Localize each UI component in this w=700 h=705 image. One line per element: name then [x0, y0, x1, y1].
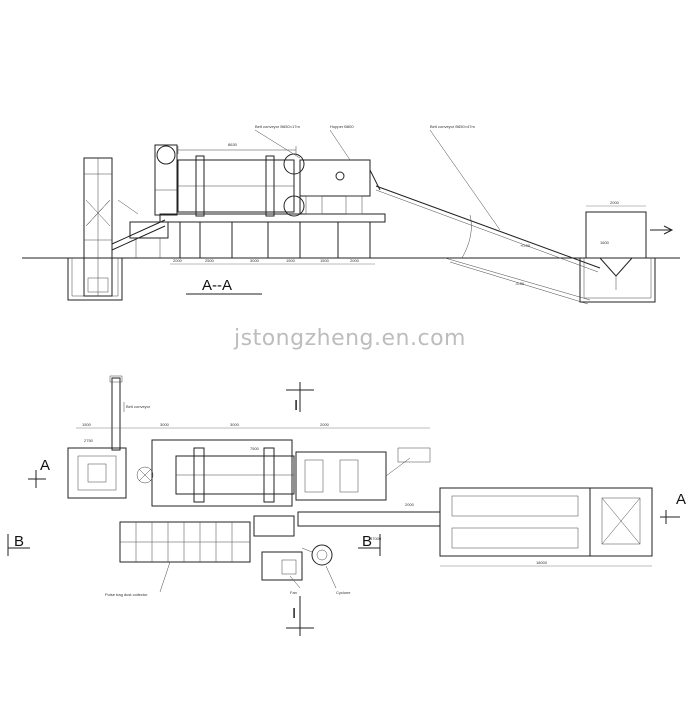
dust-collector-row — [119, 515, 295, 563]
support-platform — [159, 213, 386, 265]
section-mark-b-right: B — [362, 533, 372, 550]
bucket-elevator — [67, 157, 123, 301]
stack — [111, 377, 121, 451]
dim-value: 2000 — [610, 200, 620, 205]
elevation-view: Belt conveyor B650×17m Hopper B800 Belt … — [22, 124, 680, 305]
dim-value: 2500 — [205, 258, 215, 263]
furnace — [154, 144, 178, 216]
section-mark-b-left: B — [14, 533, 24, 550]
dryer-plan — [136, 439, 295, 507]
section-markers: A A B B I I — [7, 382, 686, 636]
dim-value: 18000 — [536, 560, 548, 565]
elevation-callouts: Belt conveyor B650×17m Hopper B800 Belt … — [254, 124, 531, 286]
dim-value: 1600 — [600, 240, 610, 245]
plan-callouts: Belt conveyor Pulse bag dust collector F… — [105, 402, 351, 597]
level-minus: -5.50 — [515, 281, 525, 286]
dim-value: 2000 — [405, 502, 415, 507]
section-mark-i-bottom: I — [292, 605, 296, 622]
discharge-end — [299, 159, 381, 215]
section-title-a-a: A--A — [202, 277, 232, 294]
receiving-hopper — [579, 205, 674, 303]
callout-cyclone: Cyclone — [336, 590, 351, 595]
level-zero: +0.00 — [520, 243, 531, 248]
callout-belt-conveyor-17m: Belt conveyor B650×17m — [255, 124, 300, 129]
plan-dimensions: 1500 3000 3000 2000 7500 2750 2000 18000… — [76, 422, 652, 567]
dim-value: 1500 — [286, 258, 296, 263]
rotary-dryer-drum — [177, 146, 305, 217]
watermark-text: jstongzheng.en.com — [234, 326, 466, 351]
plan-view: Belt conveyor Pulse bag dust collector F… — [7, 375, 686, 636]
discharge-plan — [295, 447, 431, 501]
callout-belt-conveyor-47m: Belt conveyor B650×47m — [430, 124, 475, 129]
dim-value: 3000 — [230, 422, 240, 427]
dim-value: 47000 — [370, 536, 382, 541]
section-mark-a-right: A — [676, 491, 686, 508]
callout-fan: Fan — [290, 590, 297, 595]
dim-value: 2000 — [173, 258, 183, 263]
elevator-pit-plan — [67, 447, 127, 499]
dim-value: 1500 — [320, 258, 330, 263]
dim-value: 3000 — [160, 422, 170, 427]
callout-hopper: Hopper B800 — [330, 124, 354, 129]
dim-value: 2000 — [320, 422, 330, 427]
dim-value: 1500 — [82, 422, 92, 427]
section-mark-i-top: I — [294, 397, 298, 414]
fan-cyclone — [261, 544, 333, 581]
dim-value: 8630 — [228, 142, 238, 147]
dim-value: 3000 — [250, 258, 260, 263]
dim-value: 7500 — [250, 446, 260, 451]
elevation-dimensions: 2000 2500 3000 1500 8630 1500 2000 2000 … — [173, 142, 620, 263]
long-belt-conveyor — [375, 185, 601, 305]
dim-value: 2750 — [84, 438, 94, 443]
callout-belt-conveyor: Belt conveyor — [126, 404, 151, 409]
section-mark-a-left: A — [40, 457, 50, 474]
callout-dust-collector: Pulse bag dust collector — [105, 592, 148, 597]
belt-conveyor-plan — [297, 487, 653, 557]
feed-conveyor — [111, 199, 169, 258]
dim-value: 2000 — [350, 258, 360, 263]
